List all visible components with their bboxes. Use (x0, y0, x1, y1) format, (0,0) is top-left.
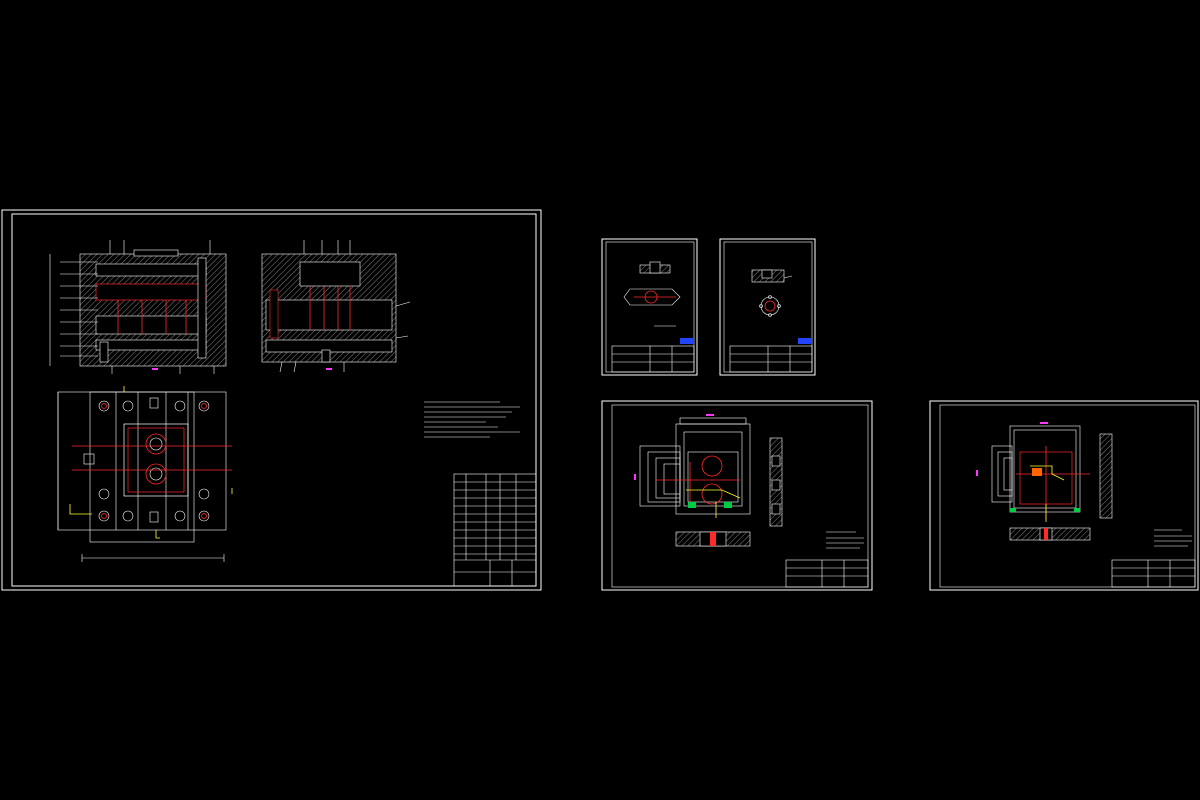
part-sheet-small-2-border (719, 238, 816, 376)
part-sheet-core-plate-border (929, 400, 1199, 591)
assembly-sheet-outer-border (1, 209, 542, 591)
assembly-section-view-left (49, 240, 227, 374)
section-label-mark (152, 368, 158, 370)
assembly-technical-notes (424, 401, 520, 438)
part-sheet-cavity-plate (601, 400, 873, 591)
assembly-plan-view (57, 386, 233, 562)
assembly-section-view-right (261, 240, 411, 373)
part-sheet-small-2 (719, 238, 816, 376)
part-sheet-small-1-border (601, 238, 698, 376)
section-label-mark (326, 368, 332, 370)
part-sheet-core-plate (929, 400, 1199, 591)
revision-stamp (680, 338, 694, 344)
part-sheet-cavity-plate-border (601, 400, 873, 591)
assembly-parts-list (453, 473, 537, 587)
part-sheet-small-1 (601, 238, 698, 376)
revision-stamp (798, 338, 812, 344)
assembly-sheet (1, 209, 542, 591)
assembly-sheet-inner-border (11, 213, 537, 587)
